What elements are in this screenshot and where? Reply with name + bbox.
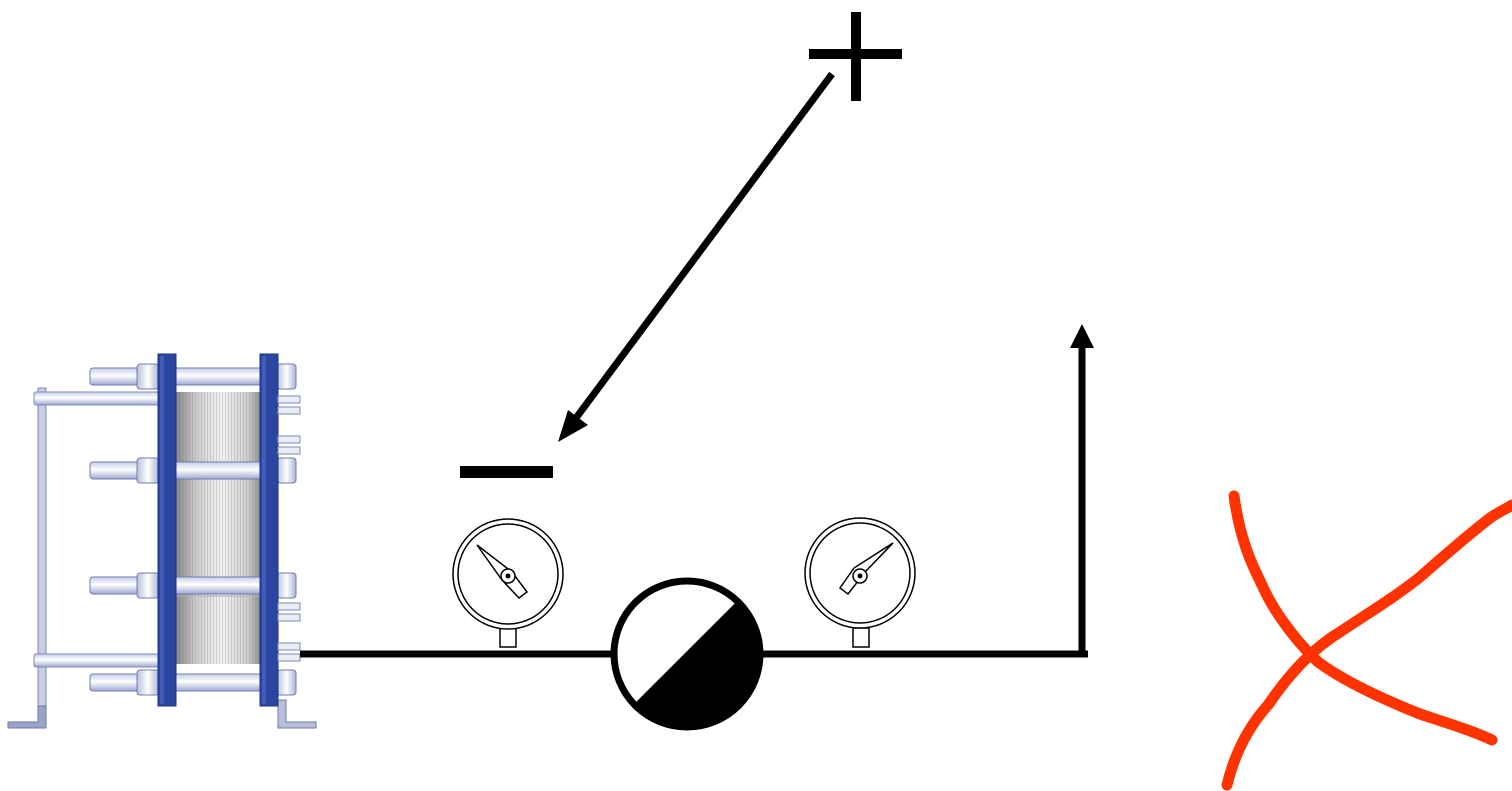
gauge-needle-icon: [476, 544, 529, 600]
heat-exchanger-tie-rods: [89, 363, 297, 696]
discharge-line-up-arrow: [1070, 324, 1094, 657]
heat-exchanger-support-frame: [7, 387, 317, 729]
plus-sign: +: [809, 12, 902, 101]
circulation-pump: [610, 577, 764, 731]
heat-exchanger-plate-pack: [175, 392, 261, 664]
pressure-gauge-discharge: [804, 517, 916, 648]
cross-mark: [1221, 490, 1512, 791]
plate-heat-exchanger: [7, 353, 317, 729]
pressure-gauge-suction: [452, 518, 564, 648]
plus-to-minus-arrow: [558, 71, 835, 442]
heat-exchanger-frame-plates: [157, 353, 279, 707]
minus-sign: −: [460, 466, 553, 478]
gauge-needle-icon: [838, 542, 894, 596]
heat-exchanger-ports: [277, 395, 301, 662]
